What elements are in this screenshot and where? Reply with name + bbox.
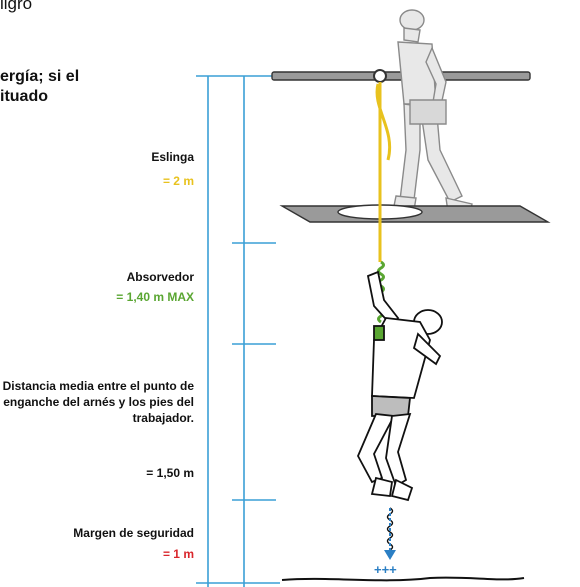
label-absorvedor: Absorvedor bbox=[126, 270, 194, 284]
value-distancia: = 1,50 m bbox=[146, 466, 194, 480]
standing-worker-figure bbox=[393, 9, 473, 215]
label-eslinga: Eslinga bbox=[151, 150, 194, 164]
value-eslinga: = 2 m bbox=[162, 174, 194, 188]
label-distancia: Distancia media entre el punto de enganc… bbox=[2, 379, 194, 425]
heading-line-2b: ituado bbox=[0, 88, 48, 105]
value-margen: = 1 m bbox=[162, 547, 194, 561]
impact-marker: +++ bbox=[374, 562, 397, 577]
platform-floor bbox=[279, 204, 551, 223]
heading-line-1: ligro bbox=[0, 0, 33, 13]
ground-line bbox=[281, 576, 525, 582]
value-absorvedor: = 1,40 m MAX bbox=[116, 290, 194, 304]
safety-margin-arrow bbox=[384, 507, 396, 560]
heading-line-2: ergía; si el ituado bbox=[0, 67, 79, 107]
measure-scale bbox=[196, 75, 380, 587]
falling-worker-figure bbox=[357, 270, 443, 502]
label-margen: Margen de seguridad bbox=[73, 526, 194, 540]
lanyard-line bbox=[375, 82, 392, 262]
heading-line-2a: ergía; si el bbox=[0, 68, 80, 85]
